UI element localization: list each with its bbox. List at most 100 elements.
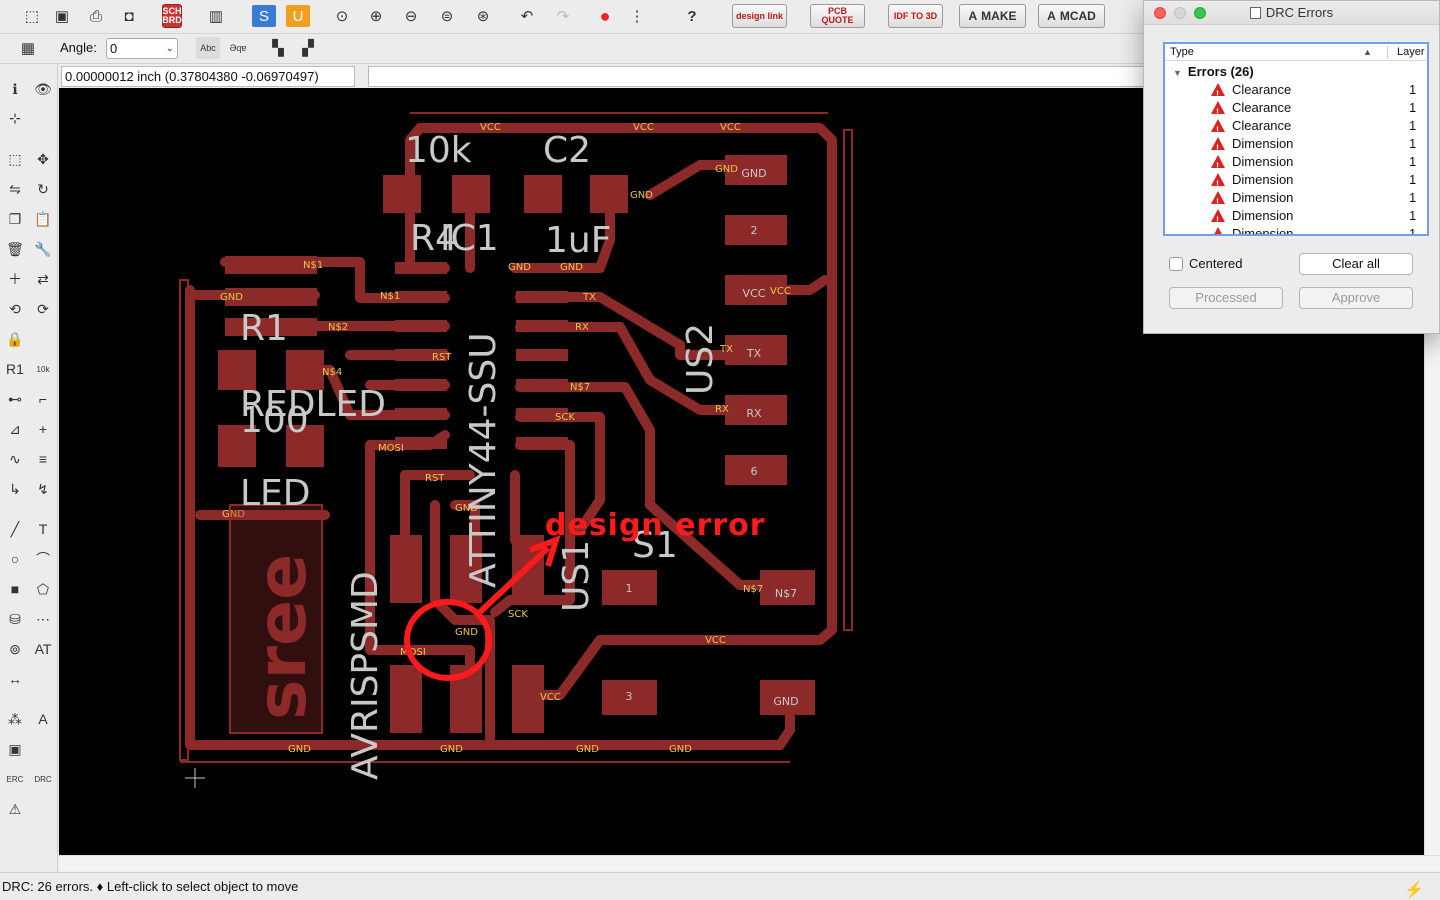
- circle-icon[interactable]: ○: [10, 551, 20, 567]
- text-rotated-button[interactable]: Əqɐ: [229, 43, 247, 53]
- layout-b-icon[interactable]: ▞: [302, 40, 314, 57]
- errors-icon[interactable]: ⚠: [8, 800, 22, 817]
- wire-icon[interactable]: ╱: [10, 520, 20, 537]
- save-icon[interactable]: ▣: [54, 8, 70, 25]
- clear-all-button[interactable]: Clear all: [1299, 253, 1413, 275]
- text-upright-button[interactable]: Abc: [196, 37, 220, 59]
- errors-group[interactable]: ▼Errors (26): [1173, 64, 1254, 79]
- change-icon[interactable]: ⟳: [37, 300, 49, 317]
- name-icon[interactable]: R1: [6, 361, 24, 377]
- select-icon[interactable]: ⬚: [8, 150, 22, 167]
- ripup-icon[interactable]: ↯: [37, 480, 49, 497]
- signal-icon[interactable]: ⋯: [36, 610, 50, 627]
- polygon-icon[interactable]: ⬠: [36, 580, 50, 597]
- minimize-button[interactable]: [1174, 7, 1186, 19]
- svg-text:GND: GND: [220, 292, 243, 303]
- hole-icon[interactable]: ⊚: [9, 640, 21, 657]
- idf-to-3d-button[interactable]: IDF TO 3D: [888, 4, 943, 28]
- help-icon[interactable]: ?: [687, 7, 697, 25]
- meander-icon[interactable]: ∿: [9, 450, 21, 467]
- add-icon[interactable]: ＋: [8, 271, 22, 287]
- wrench-icon[interactable]: 🔧: [34, 240, 52, 257]
- column-layer[interactable]: Layer: [1397, 46, 1425, 58]
- design-link-button[interactable]: design link: [732, 4, 787, 28]
- grid-icon[interactable]: ▦: [20, 40, 36, 57]
- angle-select[interactable]: 0⌄: [106, 38, 178, 59]
- svg-text:VCC: VCC: [705, 635, 726, 646]
- pcb-quote-button[interactable]: PCB QUOTE: [810, 4, 865, 28]
- zoom-in-icon[interactable]: ⊕: [369, 8, 383, 25]
- autorouter-icon[interactable]: ⁂: [8, 710, 22, 727]
- rotate-icon[interactable]: ↻: [37, 180, 49, 197]
- maximize-button[interactable]: [1194, 7, 1206, 19]
- swap-icon[interactable]: ⟲: [9, 300, 21, 317]
- dimension-icon[interactable]: ↔: [8, 671, 22, 687]
- library-icon[interactable]: ▥: [208, 8, 224, 25]
- show-icon[interactable]: 👁: [34, 80, 52, 97]
- go-icon[interactable]: ⋮: [629, 8, 645, 25]
- ratsnest-icon[interactable]: ≡: [38, 451, 48, 467]
- board-icon[interactable]: ▣: [8, 740, 22, 757]
- print-icon[interactable]: ⎙: [89, 7, 102, 25]
- zoom-select-icon[interactable]: ⊛: [476, 8, 490, 25]
- zoom-fit-icon[interactable]: ⊙: [335, 8, 349, 25]
- approve-button[interactable]: Approve: [1299, 287, 1413, 309]
- lock-icon[interactable]: 🔒: [6, 330, 24, 347]
- auto-icon[interactable]: A: [38, 711, 48, 727]
- command-line-input[interactable]: [368, 66, 1148, 87]
- arc-icon[interactable]: ⌒: [36, 551, 50, 567]
- open-icon[interactable]: ⬚: [24, 8, 40, 25]
- zoom-redraw-icon[interactable]: ⊜: [440, 8, 454, 25]
- info-icon[interactable]: ℹ: [12, 80, 18, 97]
- horizontal-scrollbar[interactable]: [59, 855, 1440, 871]
- value-icon[interactable]: 10k: [36, 364, 50, 374]
- mirror-icon[interactable]: ⇋: [9, 180, 21, 197]
- mark-icon[interactable]: ⊹: [9, 109, 21, 126]
- text-icon[interactable]: T: [38, 521, 48, 537]
- replace-icon[interactable]: ⇄: [37, 270, 49, 287]
- column-type[interactable]: Type: [1170, 46, 1194, 58]
- miter-icon[interactable]: ⌐: [38, 391, 48, 407]
- erc-icon[interactable]: ERC: [6, 774, 24, 784]
- ulp-icon[interactable]: U: [286, 5, 310, 27]
- delete-icon[interactable]: 🗑: [6, 240, 24, 257]
- attribute-icon[interactable]: AT: [34, 641, 52, 657]
- via-icon[interactable]: ⛁: [9, 610, 21, 627]
- rect-icon[interactable]: ■: [10, 581, 20, 597]
- errors-list[interactable]: Type ▲ Layer ▼Errors (26) Clearance1Clea…: [1163, 42, 1429, 236]
- zoom-out-icon[interactable]: ⊖: [404, 8, 418, 25]
- stop-icon[interactable]: ●: [599, 5, 611, 26]
- processed-button[interactable]: Processed: [1169, 287, 1283, 309]
- copy-icon[interactable]: ❐: [8, 210, 22, 227]
- svg-text:VCC: VCC: [743, 287, 766, 300]
- split-icon[interactable]: ⊿: [9, 420, 21, 437]
- script-icon[interactable]: S: [252, 5, 276, 27]
- lightning-icon: ⚡: [1404, 882, 1424, 899]
- redo-icon[interactable]: ↷: [556, 8, 570, 25]
- centered-checkbox[interactable]: [1169, 257, 1183, 271]
- svg-text:GND: GND: [630, 190, 653, 201]
- route-icon[interactable]: ↳: [9, 480, 21, 497]
- sch-brd-switch-button[interactable]: SCH BRD: [162, 4, 182, 28]
- cam-icon[interactable]: ◘: [124, 7, 134, 25]
- disclosure-triangle-icon[interactable]: ▼: [1173, 68, 1182, 78]
- move-icon[interactable]: ✥: [37, 150, 49, 167]
- paste-icon[interactable]: 📋: [34, 210, 52, 227]
- drc-icon[interactable]: DRC: [34, 774, 52, 784]
- layout-a-icon[interactable]: ▚: [272, 40, 284, 57]
- smash-icon[interactable]: ⊷: [8, 390, 22, 407]
- optimize-icon[interactable]: +: [38, 421, 48, 437]
- undo-icon[interactable]: ↶: [520, 8, 534, 25]
- close-button[interactable]: [1154, 7, 1166, 19]
